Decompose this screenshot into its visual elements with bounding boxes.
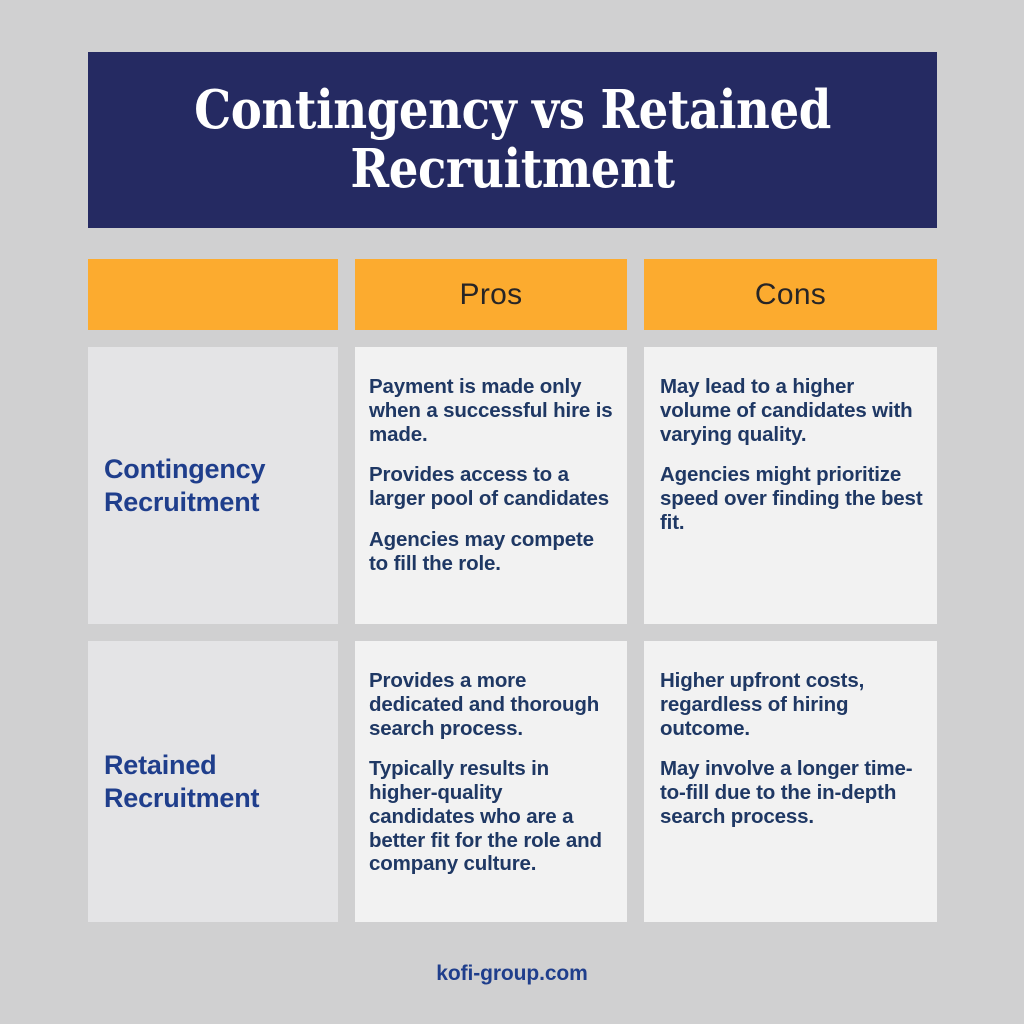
comparison-table: Pros Cons Contingency Recruitment Paymen… [88, 259, 937, 922]
table-header-row: Pros Cons [88, 259, 937, 330]
row-cons-retained: Higher upfront costs, regardless of hiri… [644, 641, 937, 922]
row-pros-retained: Provides a more dedicated and thorough s… [355, 641, 627, 922]
row-label-contingency: Contingency Recruitment [88, 347, 338, 624]
footer: kofi-group.com [0, 962, 1024, 986]
website-link[interactable]: kofi-group.com [436, 962, 588, 985]
row-cons-contingency: May lead to a higher volume of candidate… [644, 347, 937, 624]
page-title: Contingency vs Retained Recruitment [194, 78, 831, 200]
row-label-retained: Retained Recruitment [88, 641, 338, 922]
header-cell-cons: Cons [644, 259, 937, 330]
row-pros-contingency: Payment is made only when a successful h… [355, 347, 627, 624]
header-cons-label: Cons [754, 277, 827, 311]
header-cell-pros: Pros [355, 259, 627, 330]
cons-item: May lead to a higher volume of candidate… [660, 375, 913, 446]
row-label-text: Contingency Recruitment [104, 453, 266, 517]
table-row: Contingency Recruitment Payment is made … [88, 347, 937, 624]
row-label-text: Retained Recruitment [104, 749, 260, 813]
pros-item: Agencies may compete to fill the role. [369, 527, 594, 575]
table-row: Retained Recruitment Provides a more ded… [88, 641, 937, 922]
cons-item: Agencies might prioritize speed over fin… [660, 463, 923, 534]
cons-item: Higher upfront costs, regardless of hiri… [660, 669, 865, 740]
pros-item: Provides access to a larger pool of cand… [369, 463, 610, 511]
cons-item: May involve a longer time-to-fill due to… [660, 757, 913, 828]
pros-item: Typically results in higher-quality cand… [369, 757, 602, 876]
pros-item: Payment is made only when a successful h… [369, 375, 613, 446]
title-banner: Contingency vs Retained Recruitment [88, 52, 937, 228]
pros-item: Provides a more dedicated and thorough s… [369, 669, 600, 740]
header-cell-corner [88, 259, 338, 330]
header-pros-label: Pros [459, 277, 523, 311]
